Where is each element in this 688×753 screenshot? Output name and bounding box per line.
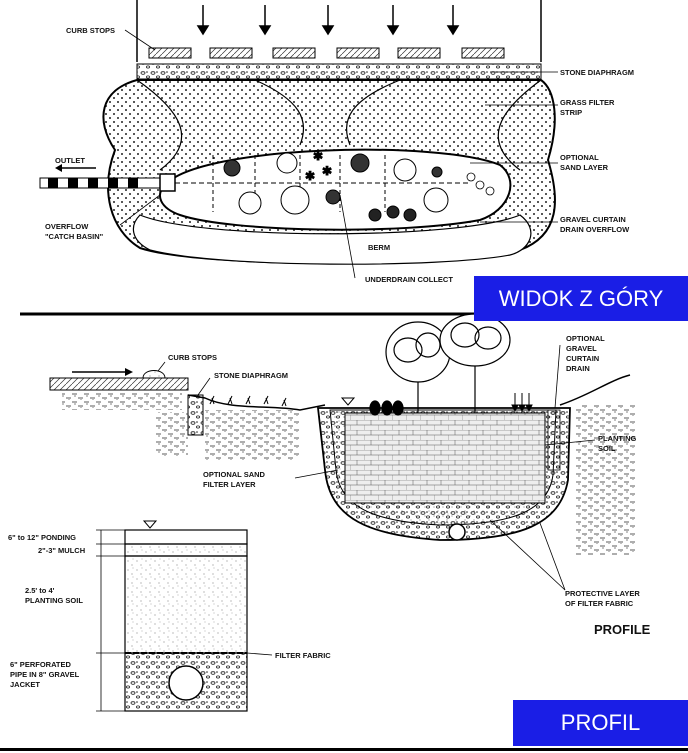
label-planting-depth-2: PLANTING SOIL	[25, 596, 83, 605]
label-planting-depth-1: 2.5' to 4'	[25, 586, 55, 595]
label-optional-sand-1: OPTIONAL	[560, 153, 599, 162]
label-gravel-curtain-2: DRAIN OVERFLOW	[560, 225, 630, 234]
bottom-rule	[0, 748, 688, 751]
label-mulch: 2"-3" MULCH	[38, 546, 85, 555]
label-protective-2: OF FILTER FABRIC	[565, 599, 634, 608]
label-overflow-1: OVERFLOW	[45, 222, 89, 231]
label-planting-soil-1: PLANTING	[598, 434, 636, 443]
plan-view: ✱ ✱ ✱	[39, 0, 634, 284]
label-optional-sand-filter-1: OPTIONAL SAND	[203, 470, 266, 479]
label-optional-sand-2: SAND LAYER	[560, 163, 609, 172]
label-overflow-2: "CATCH BASIN"	[45, 232, 104, 241]
label-protective-1: PROTECTIVE LAYER	[565, 589, 640, 598]
plan-view-banner: WIDOK Z GÓRY	[474, 276, 688, 321]
label-stone-diaphragm-plan: STONE DIAPHRAGM	[560, 68, 634, 77]
label-filter-fabric: FILTER FABRIC	[275, 651, 331, 660]
svg-text:✱: ✱	[305, 169, 315, 183]
label-optional-gravel-3: CURTAIN	[566, 354, 599, 363]
label-planting-soil-2: SOIL	[598, 444, 616, 453]
label-underdrain: UNDERDRAIN COLLECT	[365, 275, 453, 284]
svg-text:✱: ✱	[313, 149, 323, 163]
label-profile-title: PROFILE	[594, 622, 651, 637]
label-optional-sand-filter-2: FILTER LAYER	[203, 480, 256, 489]
berm-plan	[132, 214, 532, 265]
outlet-pipe	[39, 164, 176, 192]
label-stone-diaphragm-profile: STONE DIAPHRAGM	[214, 371, 288, 380]
trees-profile	[369, 313, 511, 416]
detail-section: 6" to 12" PONDING 2"-3" MULCH 2.5' to 4'…	[8, 520, 331, 712]
label-optional-gravel-4: DRAIN	[566, 364, 590, 373]
flow-arrows	[196, 5, 460, 36]
label-outlet: OUTLET	[55, 156, 85, 165]
profile-view: CURB STOPS STONE DIAPHRAGM OPTIONAL GRAV…	[49, 313, 651, 637]
label-curb-stops-plan: CURB STOPS	[66, 26, 115, 35]
svg-text:✱: ✱	[322, 164, 332, 178]
label-grass-filter-2: STRIP	[560, 108, 582, 117]
label-pipe-3: JACKET	[10, 680, 40, 689]
profile-view-banner: PROFIL	[513, 700, 688, 746]
label-pipe-2: PIPE IN 8" GRAVEL	[10, 670, 80, 679]
label-curb-stops-profile: CURB STOPS	[168, 353, 217, 362]
label-optional-gravel-2: GRAVEL	[566, 344, 597, 353]
label-pipe-1: 6" PERFORATED	[10, 660, 72, 669]
label-grass-filter-1: GRASS FILTER	[560, 98, 615, 107]
label-ponding: 6" to 12" PONDING	[8, 533, 76, 542]
label-optional-gravel-1: OPTIONAL	[566, 334, 605, 343]
planting-soil-section	[344, 412, 546, 504]
plants-plan: ✱ ✱ ✱	[223, 149, 449, 222]
label-berm: BERM	[368, 243, 390, 252]
stone-diaphragm-plan	[136, 63, 542, 80]
curb-stops-plan	[148, 47, 505, 59]
label-gravel-curtain-1: GRAVEL CURTAIN	[560, 215, 626, 224]
